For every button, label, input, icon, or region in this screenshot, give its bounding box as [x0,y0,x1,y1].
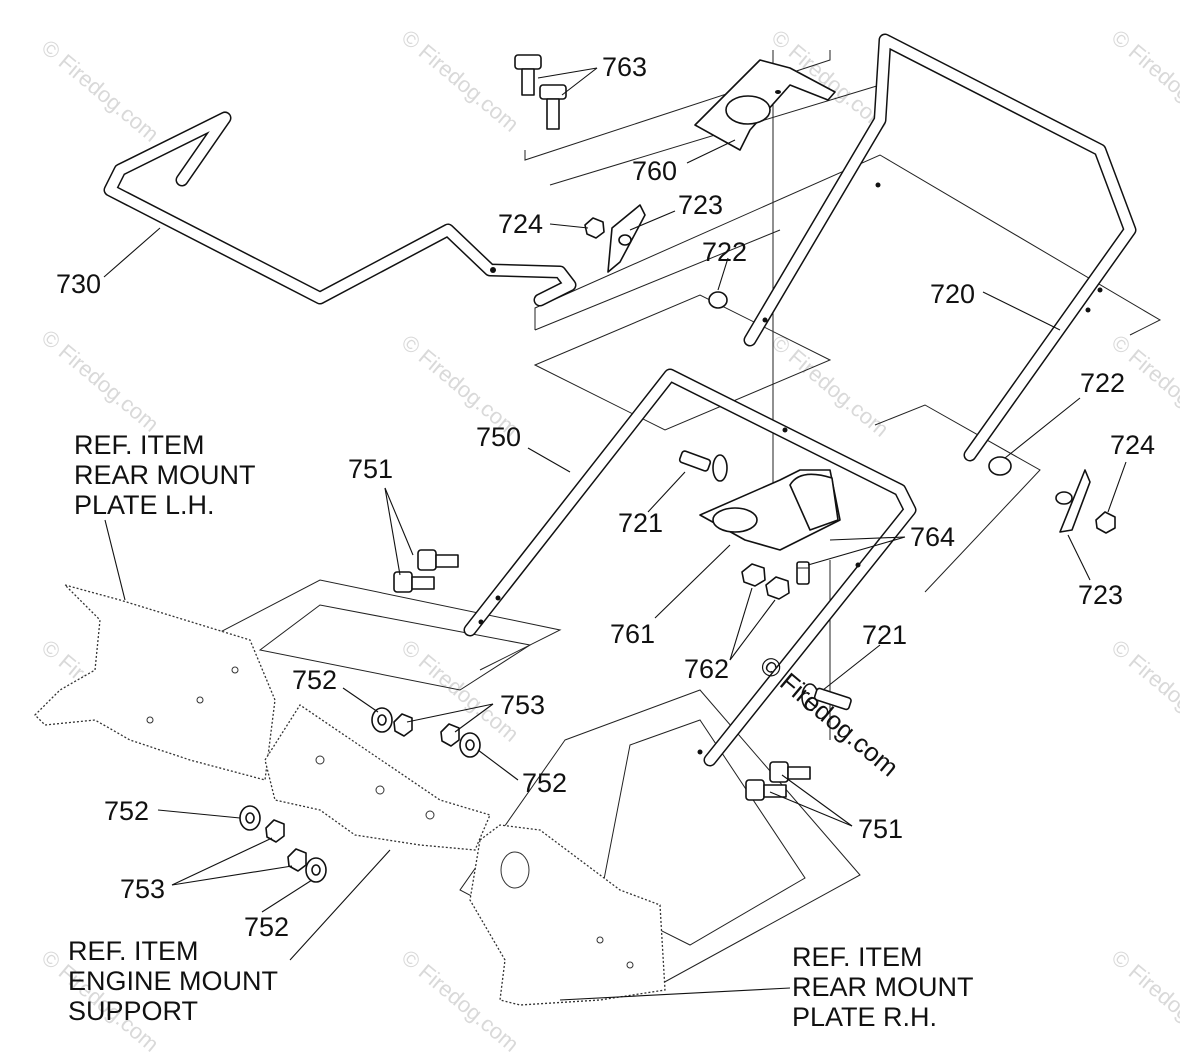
washer-722-right [988,456,1012,476]
upper-handle-720 [743,33,1137,462]
svg-text:© Firedog.com: © Firedog.com [1107,635,1180,747]
svg-text:REF. ITEM: REF. ITEM [68,936,199,966]
svg-text:© Firedog.com: © Firedog.com [37,325,164,437]
engine-mount-support [264,704,491,851]
label-763: 763 [602,52,647,82]
label-752-c: 752 [104,796,149,826]
label-730: 730 [56,269,101,299]
leader-lines [103,67,1127,1001]
label-753-a: 753 [500,690,545,720]
label-752-d: 752 [244,912,289,942]
label-723-right: 723 [1078,580,1123,610]
nut-753-c [265,819,285,843]
svg-text:© Firedog.com: © Firedog.com [767,330,894,442]
label-750: 750 [476,422,521,452]
label-760: 760 [632,156,677,186]
label-723-left: 723 [678,190,723,220]
nut-753-a [393,713,413,737]
label-722-left: 722 [702,237,747,267]
screw-764 [796,561,810,585]
label-751-left: 751 [348,454,393,484]
svg-text:PLATE L.H.: PLATE L.H. [74,490,215,520]
svg-text:PLATE R.H.: PLATE R.H. [792,1002,937,1032]
svg-text:REF. ITEM: REF. ITEM [792,942,923,972]
label-761: 761 [610,619,655,649]
ref-label-engine-mount: REF. ITEM ENGINE MOUNT SUPPORT [68,936,278,1026]
washer-752-b [459,732,481,758]
ref-label-rear-mount-lh: REF. ITEM REAR MOUNT PLATE L.H. [74,430,256,520]
handle-knob-723-right [1055,469,1091,533]
bolts-763 [514,54,567,130]
handle-clamp-760 [694,59,836,151]
label-753-b: 753 [120,874,165,904]
label-721-left: 721 [618,508,663,538]
nut-724-right [1095,511,1116,534]
label-764: 764 [910,522,955,552]
part-labels: 763 760 724 723 722 730 720 722 724 723 … [56,52,1155,942]
hex-bolts-751-left [393,549,459,593]
washer-752-d [305,857,327,883]
svg-text:© Firedog.com: © Firedog.com [1107,945,1180,1056]
handle-knob-723-left [607,204,646,273]
label-752-b: 752 [522,768,567,798]
label-722-right: 722 [1080,368,1125,398]
label-752-a: 752 [292,665,337,695]
ref-label-rear-mount-rh: REF. ITEM REAR MOUNT PLATE R.H. [792,942,974,1032]
rear-mount-plate-lh [34,583,276,781]
svg-text:© Firedog.com: © Firedog.com [1107,25,1180,137]
svg-text:REAR MOUNT: REAR MOUNT [792,972,974,1002]
rear-mount-plate-rh [469,824,666,1006]
svg-text:© Firedog.com: © Firedog.com [397,25,524,137]
nut-753-b [440,723,460,747]
svg-text:REF. ITEM: REF. ITEM [74,430,205,460]
svg-text:REAR MOUNT: REAR MOUNT [74,460,256,490]
linkage-rod-730 [103,111,577,307]
svg-text:SUPPORT: SUPPORT [68,996,198,1026]
washer-752-a [371,707,393,733]
nut-724-left [584,217,605,239]
nut-753-d [287,848,307,872]
label-724-right: 724 [1110,430,1155,460]
nuts-762 [741,563,790,600]
label-751-right: 751 [858,814,903,844]
washer-722-left [708,291,728,309]
hex-bolts-751-right [745,761,811,801]
carriage-bolt-721-right [801,683,852,711]
svg-text:© Firedog.com: © Firedog.com [37,35,164,147]
label-724-left: 724 [498,209,543,239]
svg-text:ENGINE MOUNT: ENGINE MOUNT [68,966,278,996]
carriage-bolt-721-left [678,450,728,482]
label-762: 762 [684,654,729,684]
washer-752-c [239,805,261,831]
label-720: 720 [930,279,975,309]
handle-bracket-761 [699,469,841,551]
lower-handle-750 [463,368,917,767]
label-721-right: 721 [862,620,907,650]
